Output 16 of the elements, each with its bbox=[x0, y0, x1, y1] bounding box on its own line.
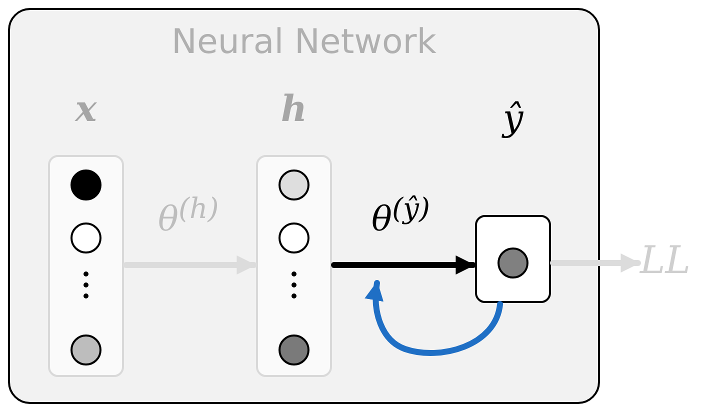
arrow bbox=[550, 253, 641, 273]
network-box bbox=[8, 8, 600, 404]
node-circle bbox=[497, 247, 529, 279]
node-circle bbox=[70, 334, 102, 366]
node-circle bbox=[70, 222, 102, 254]
node-circle bbox=[278, 334, 310, 366]
arrow bbox=[331, 255, 476, 275]
vector-symbol: ŷ bbox=[502, 98, 524, 139]
vector-symbol: x bbox=[75, 88, 97, 130]
node-circle bbox=[278, 169, 310, 201]
node-circle bbox=[70, 169, 102, 201]
node-circle bbox=[278, 222, 310, 254]
network-title: Neural Network bbox=[172, 22, 436, 62]
vector-symbol: h bbox=[280, 88, 308, 130]
arrow bbox=[123, 255, 257, 275]
arrow bbox=[365, 280, 504, 356]
